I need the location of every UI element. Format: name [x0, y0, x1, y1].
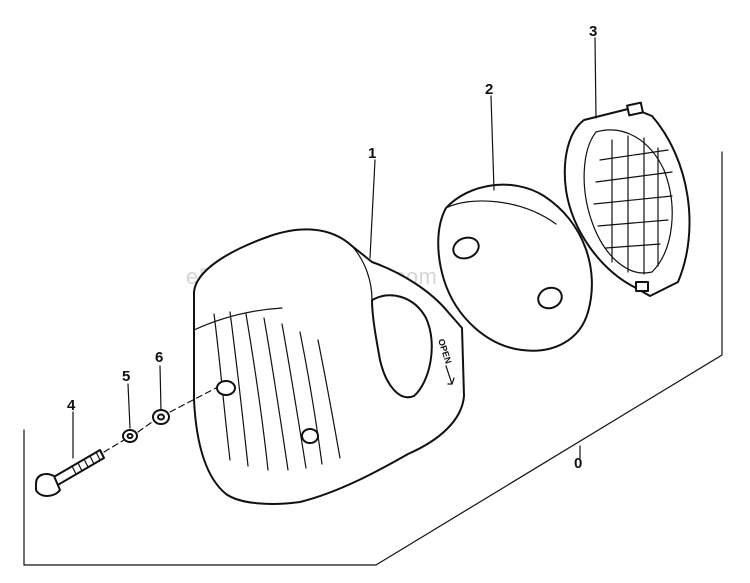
- assembly-bracket-line: [23, 151, 723, 566]
- callout-part-1: 1: [368, 145, 376, 162]
- callout-part-4: 4: [67, 397, 76, 414]
- callout-part-6: 6: [155, 349, 163, 366]
- part-6-washer: [152, 409, 170, 425]
- callout-part-2: 2: [485, 81, 493, 98]
- grille-mesh: [593, 135, 673, 275]
- callout-part-0: 0: [574, 455, 582, 472]
- callout-part-5: 5: [122, 368, 130, 385]
- part-1-air-cleaner-cover: OPEN: [193, 228, 465, 505]
- fastener-alignment-line: [103, 387, 217, 453]
- callout-part-3: 3: [589, 23, 597, 40]
- part-3-filter-grille: [563, 101, 691, 297]
- part-2-filter-element: [437, 183, 593, 352]
- part-4-bolt: [35, 449, 105, 497]
- part-5-lock-washer: [122, 429, 138, 443]
- leader-lines: [72, 37, 597, 459]
